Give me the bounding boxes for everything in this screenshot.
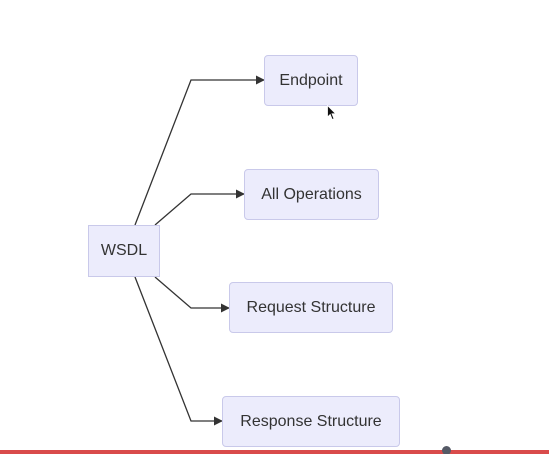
node-response-structure-label: Response Structure [240,412,382,430]
node-endpoint-label: Endpoint [279,71,343,89]
node-all-operations-label: All Operations [261,185,362,203]
edge-wsdl-all-operations [154,189,245,226]
node-wsdl-label: WSDL [100,242,148,259]
mouse-cursor-icon [327,105,337,121]
video-progress-bar[interactable] [0,450,549,454]
node-request-structure: Request Structure [229,282,393,333]
video-scrub-handle[interactable] [442,446,451,454]
node-all-operations: All Operations [244,169,379,220]
node-response-structure: Response Structure [222,396,400,447]
node-wsdl: WSDL [88,225,160,277]
edge-wsdl-endpoint [134,75,265,226]
node-request-structure-label: Request Structure [246,298,376,316]
edge-wsdl-response-structure [134,276,223,426]
edge-wsdl-request-structure [154,276,230,313]
node-endpoint: Endpoint [264,55,358,106]
